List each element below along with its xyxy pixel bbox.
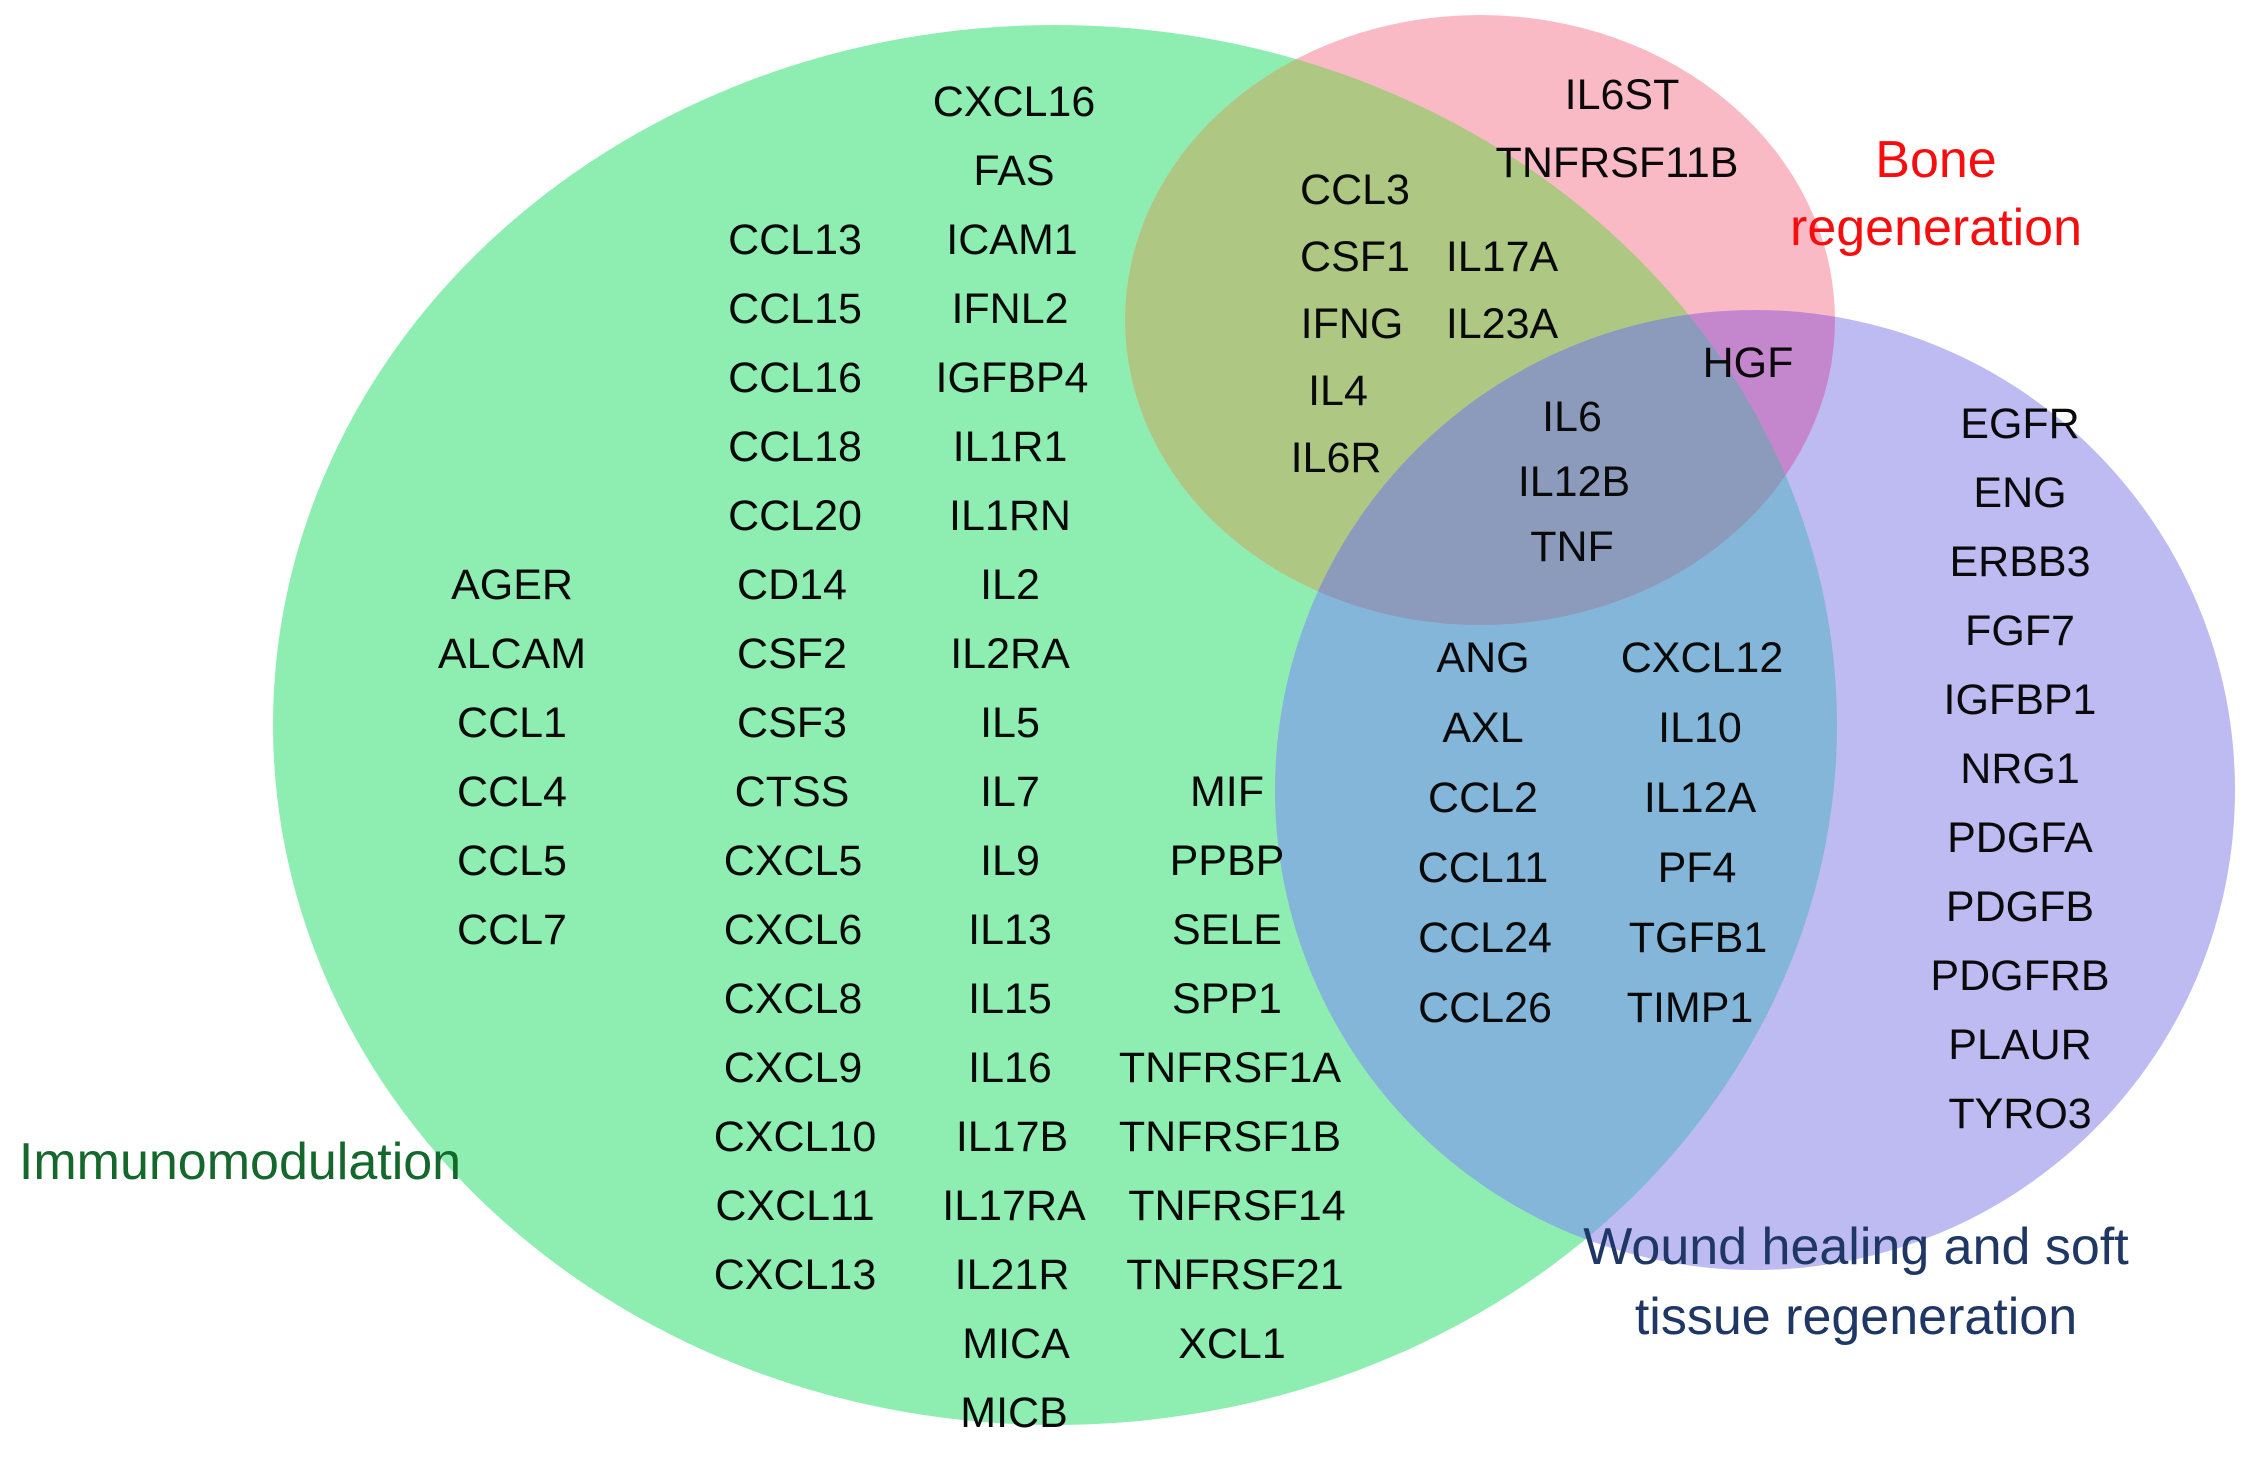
gene-label-pdgfrb: PDGFRB	[1930, 952, 2109, 1000]
gene-label-plaur: PLAUR	[1948, 1021, 2091, 1069]
gene-label-il6st: IL6ST	[1565, 71, 1680, 119]
gene-label-il1rn: IL1RN	[949, 492, 1071, 540]
gene-label-cxcl16: CXCL16	[933, 78, 1096, 126]
gene-label-il2ra: IL2RA	[950, 630, 1070, 678]
gene-label-sele: SELE	[1172, 906, 1282, 954]
gene-label-ccl3: CCL3	[1300, 166, 1410, 214]
gene-label-il10: IL10	[1658, 704, 1742, 752]
gene-label-cxcl9: CXCL9	[724, 1044, 863, 1092]
gene-label-ccl1: CCL1	[457, 699, 567, 747]
gene-label-tnfrsf1a: TNFRSF1A	[1119, 1044, 1342, 1092]
gene-label-pdgfb: PDGFB	[1946, 883, 2094, 931]
gene-label-ccl20: CCL20	[728, 492, 862, 540]
gene-label-cxcl12: CXCL12	[1621, 634, 1784, 682]
gene-label-ccl15: CCL15	[728, 285, 862, 333]
gene-label-il23a: IL23A	[1446, 300, 1559, 348]
gene-label-il13: IL13	[968, 906, 1052, 954]
gene-label-icam1: ICAM1	[946, 216, 1077, 264]
gene-label-il4: IL4	[1308, 367, 1368, 415]
gene-label-ifnl2: IFNL2	[951, 285, 1068, 333]
gene-label-il21r: IL21R	[955, 1251, 1070, 1299]
gene-label-egfr: EGFR	[1960, 400, 2079, 448]
gene-label-ppbp: PPBP	[1170, 837, 1285, 885]
gene-label-pdgfa: PDGFA	[1947, 814, 2093, 862]
region-triple-overlap	[1275, 310, 1835, 625]
wound-healing-label: tissue regeneration	[1635, 1288, 2077, 1346]
gene-label-ccl26: CCL26	[1418, 984, 1552, 1032]
gene-label-ifng: IFNG	[1301, 300, 1404, 348]
gene-label-tnfrsf11b: TNFRSF11B	[1496, 139, 1739, 187]
gene-label-igfbp1: IGFBP1	[1944, 676, 2097, 724]
gene-label-fgf7: FGF7	[1965, 607, 2075, 655]
gene-label-cd14: CD14	[737, 561, 847, 609]
gene-label-il17ra: IL17RA	[942, 1182, 1086, 1230]
gene-label-il12b: IL12B	[1518, 458, 1630, 506]
gene-label-erbb3: ERBB3	[1949, 538, 2090, 586]
gene-label-ccl16: CCL16	[728, 354, 862, 402]
gene-label-tnf: TNF	[1530, 523, 1614, 571]
gene-label-tnfrsf1b: TNFRSF1B	[1119, 1113, 1341, 1161]
gene-label-il12a: IL12A	[1644, 774, 1757, 822]
gene-label-ccl2: CCL2	[1428, 774, 1538, 822]
gene-label-mica: MICA	[962, 1320, 1070, 1368]
gene-label-il9: IL9	[980, 837, 1040, 885]
gene-label-cxcl13: CXCL13	[714, 1251, 877, 1299]
gene-label-ccl7: CCL7	[457, 906, 567, 954]
gene-label-il1r1: IL1R1	[953, 423, 1068, 471]
gene-label-il7: IL7	[980, 768, 1040, 816]
gene-label-ccl11: CCL11	[1418, 844, 1549, 892]
gene-label-eng: ENG	[1973, 469, 2066, 517]
gene-label-tnfrsf21: TNFRSF21	[1126, 1251, 1343, 1299]
gene-label-igfbp4: IGFBP4	[936, 354, 1089, 402]
gene-label-pf4: PF4	[1658, 844, 1737, 892]
bone-regeneration-label: Bone	[1875, 131, 1996, 189]
gene-label-il6r: IL6R	[1291, 434, 1382, 482]
gene-label-tgfb1: TGFB1	[1629, 914, 1768, 962]
gene-label-cxcl8: CXCL8	[724, 975, 863, 1023]
gene-label-xcl1: XCL1	[1178, 1320, 1286, 1368]
gene-label-tyro3: TYRO3	[1948, 1090, 2091, 1138]
gene-label-cxcl5: CXCL5	[724, 837, 863, 885]
bone-regeneration-label: regeneration	[1790, 199, 2082, 257]
gene-label-nrg1: NRG1	[1960, 745, 2079, 793]
gene-label-il5: IL5	[980, 699, 1040, 747]
gene-label-spp1: SPP1	[1172, 975, 1282, 1023]
gene-label-tnfrsf14: TNFRSF14	[1128, 1182, 1345, 1230]
gene-label-mif: MIF	[1190, 768, 1264, 816]
gene-label-il17b: IL17B	[956, 1113, 1068, 1161]
wound-healing-label: Wound healing and soft	[1583, 1218, 2129, 1276]
gene-label-ccl13: CCL13	[728, 216, 862, 264]
gene-label-il6: IL6	[1542, 393, 1602, 441]
gene-label-ccl5: CCL5	[457, 837, 567, 885]
gene-label-il16: IL16	[968, 1044, 1052, 1092]
gene-label-cxcl10: CXCL10	[714, 1113, 877, 1161]
gene-label-csf3: CSF3	[737, 699, 847, 747]
gene-label-csf1: CSF1	[1300, 233, 1410, 281]
gene-label-micb: MICB	[960, 1389, 1068, 1437]
gene-label-ager: AGER	[451, 561, 573, 609]
gene-label-ang: ANG	[1436, 634, 1529, 682]
gene-label-ccl24: CCL24	[1418, 914, 1552, 962]
gene-label-ccl4: CCL4	[457, 768, 567, 816]
gene-label-cxcl6: CXCL6	[724, 906, 863, 954]
gene-label-csf2: CSF2	[737, 630, 847, 678]
gene-label-ctss: CTSS	[735, 768, 850, 816]
gene-label-timp1: TIMP1	[1627, 984, 1754, 1032]
gene-label-fas: FAS	[973, 147, 1054, 195]
gene-label-il17a: IL17A	[1446, 233, 1559, 281]
gene-label-ccl18: CCL18	[728, 423, 862, 471]
gene-label-alcam: ALCAM	[438, 630, 586, 678]
immunomodulation-label: Immunomodulation	[19, 1133, 461, 1191]
gene-label-il15: IL15	[968, 975, 1052, 1023]
gene-label-il2: IL2	[980, 561, 1040, 609]
gene-label-axl: AXL	[1442, 704, 1523, 752]
gene-label-hgf: HGF	[1703, 339, 1794, 387]
gene-label-cxcl11: CXCL11	[715, 1182, 874, 1230]
